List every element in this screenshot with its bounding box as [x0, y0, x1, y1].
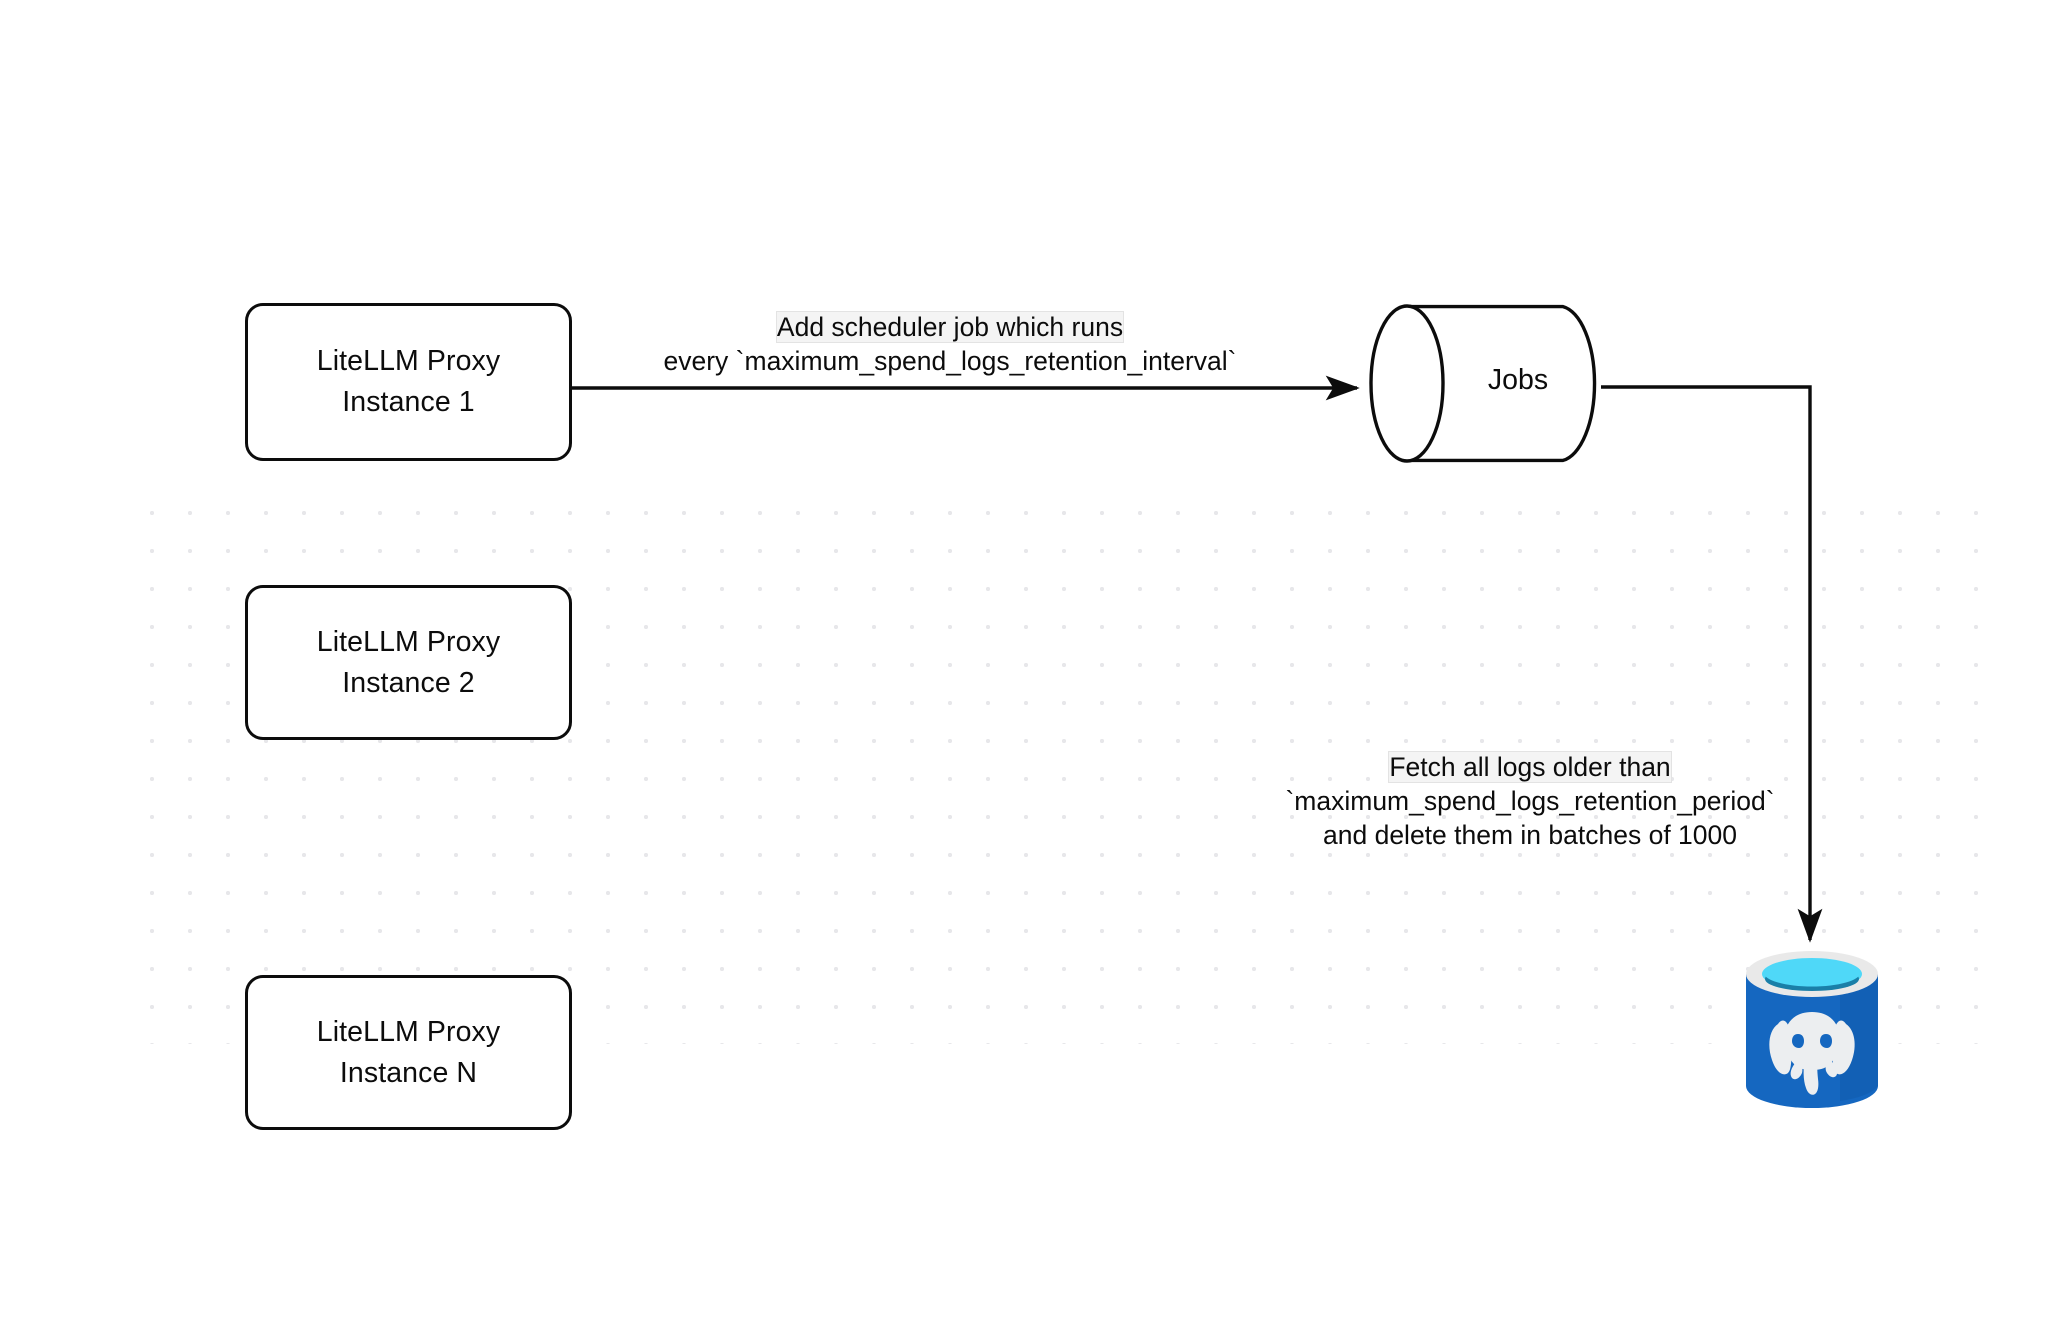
database-body-shadow	[1840, 974, 1878, 1101]
edge-label-add-scheduler-job: Add scheduler job which runs every `maxi…	[600, 310, 1300, 378]
node-litellm-proxy-instance-n[interactable]: LiteLLM Proxy Instance N	[245, 975, 572, 1130]
node-litellm-proxy-instance-2[interactable]: LiteLLM Proxy Instance 2	[245, 585, 572, 740]
database-top-cyan-highlight	[1764, 959, 1860, 987]
node-label-line-1: LiteLLM Proxy	[316, 1015, 501, 1048]
edge-label-fetch-and-delete-logs: Fetch all logs older than `maximum_spend…	[1230, 750, 1830, 852]
node-label-line-1: LiteLLM Proxy	[316, 625, 501, 658]
edge-jobs-to-database	[1601, 385, 1823, 943]
node-label-line-2: Instance N	[339, 1056, 478, 1089]
node-label-line-2: Instance 1	[342, 386, 475, 418]
postgres-elephant-icon	[1769, 1012, 1855, 1095]
cylinder-cap	[1369, 304, 1445, 463]
edge-label-line-1: Add scheduler job which runs	[776, 312, 1124, 342]
node-label-line-1: LiteLLM Proxy	[316, 345, 501, 377]
edge-label-line-2: every `maximum_spend_logs_retention_inte…	[663, 346, 1237, 376]
node-litellm-proxy-instance-1[interactable]: LiteLLM Proxy Instance 1	[245, 303, 572, 461]
edge-label-line-3: and delete them in batches of 1000	[1323, 820, 1737, 850]
node-jobs-cylinder[interactable]	[1369, 303, 1601, 464]
node-jobs-label: Jobs	[1487, 364, 1549, 396]
node-postgres-database[interactable]	[1742, 946, 1882, 1116]
edge-label-line-1: Fetch all logs older than	[1389, 752, 1671, 782]
edge-label-line-2: `maximum_spend_logs_retention_period`	[1285, 786, 1775, 816]
postgres-elephant-eyes	[1792, 1034, 1832, 1048]
node-label-line-2: Instance 2	[342, 666, 475, 699]
